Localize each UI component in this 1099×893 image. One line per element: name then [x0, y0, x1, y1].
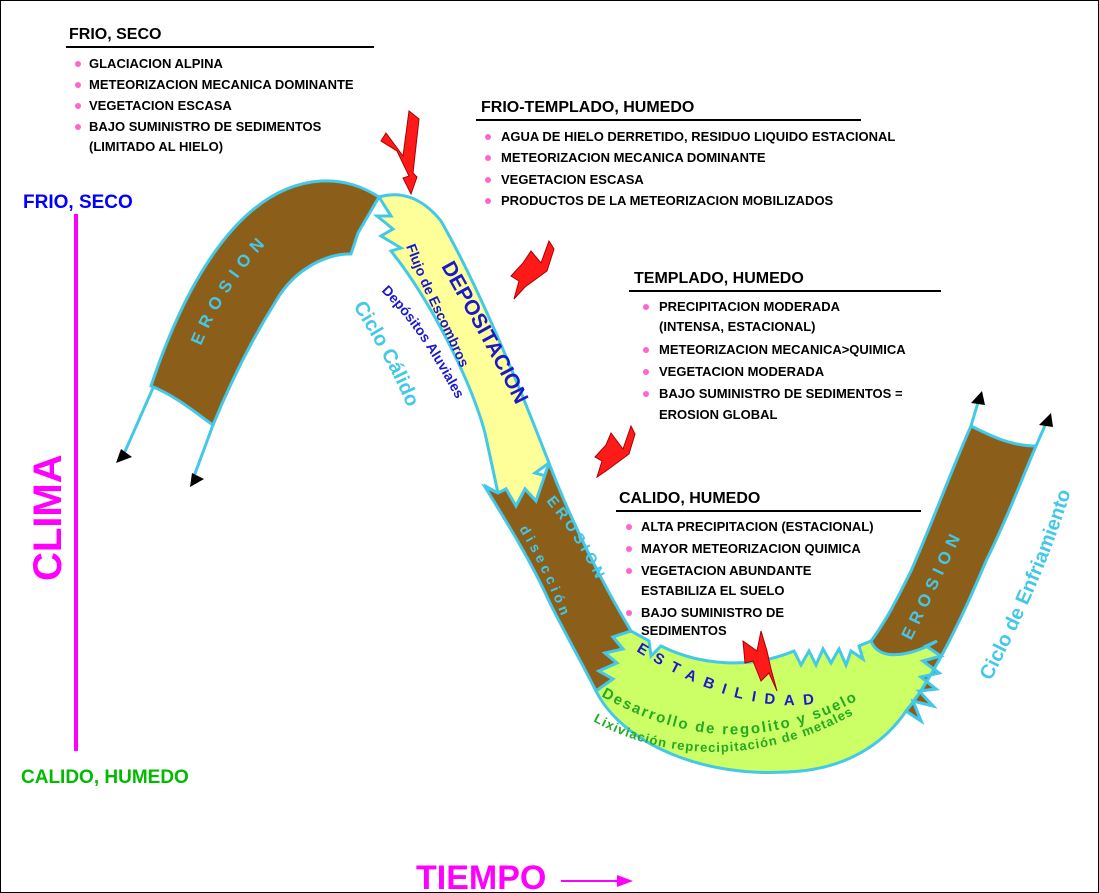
climate-band [149, 179, 1039, 774]
stage-cold-temperate: FRIO-TEMPLADO, HUMEDO AGUA DE HIELO DERR… [476, 99, 895, 208]
stage-item: METEORIZACION MECANICA DOMINANTE [89, 77, 354, 92]
stage-item: (LIMITADO AL HIELO) [89, 139, 223, 154]
stage-item: PRECIPITACION MODERADA [659, 299, 841, 314]
stage-item: VEGETACION ABUNDANTE [641, 563, 812, 578]
erosion-left-band [149, 179, 382, 428]
deposition-band [372, 193, 551, 510]
stage-cold-dry: FRIO, SECO GLACIACION ALPINA METEORIZACI… [66, 26, 374, 154]
stage-item: METEORIZACION MECANICA DOMINANTE [501, 150, 766, 165]
stage-item: MAYOR METEORIZACION QUIMICA [641, 541, 861, 556]
stage-item: VEGETACION ESCASA [89, 98, 232, 113]
stage-item: BAJO SUMINISTRO DE SEDIMENTOS [89, 119, 322, 134]
axis-cold-label: FRIO, SECO [23, 192, 133, 213]
right-track [969, 391, 1053, 447]
stage-item: VEGETACION MODERADA [659, 364, 825, 379]
stage-temperate: TEMPLADO, HUMEDO PRECIPITACION MODERADA … [629, 270, 941, 422]
stage-item: SEDIMENTOS [641, 623, 727, 638]
stage-warm-humid: CALIDO, HUMEDO ALTA PRECIPITACION (ESTAC… [616, 490, 921, 638]
red-arrow-3 [594, 424, 636, 479]
time-arrow [561, 875, 633, 887]
axis-climate-label: CLIMA [26, 454, 70, 581]
stage-item: BAJO SUMINISTRO DE [641, 605, 784, 620]
axis-time-label: TIEMPO [416, 859, 546, 892]
stage-item: VEGETACION ESCASA [501, 172, 644, 187]
stage-item: METEORIZACION MECANICA>QUIMICA [659, 342, 906, 357]
red-arrow-2 [510, 239, 555, 300]
axis-warm-label: CALIDO, HUMEDO [21, 767, 189, 788]
stage-item: AGUA DE HIELO DERRETIDO, RESIDUO LIQUIDO… [501, 129, 895, 144]
stage-title: CALIDO, HUMEDO [619, 490, 760, 507]
red-arrow-4 [742, 630, 778, 692]
erosion-right-band [869, 423, 1039, 725]
stage-item: BAJO SUMINISTRO DE SEDIMENTOS = [659, 386, 903, 401]
red-arrow-1 [380, 110, 420, 196]
stage-title: TEMPLADO, HUMEDO [634, 270, 804, 287]
stage-title: FRIO-TEMPLADO, HUMEDO [481, 99, 694, 116]
stage-item: (INTENSA, ESTACIONAL) [659, 319, 815, 334]
stage-item: ESTABILIZA EL SUELO [641, 583, 785, 598]
left-track [116, 387, 215, 487]
stage-item: PRODUCTOS DE LA METEORIZACION MOBILIZADO… [501, 193, 834, 208]
stage-item: ALTA PRECIPITACION (ESTACIONAL) [641, 519, 874, 534]
stage-item: EROSION GLOBAL [659, 407, 778, 422]
stage-title: FRIO, SECO [69, 26, 161, 43]
stage-item: GLACIACION ALPINA [89, 56, 223, 71]
